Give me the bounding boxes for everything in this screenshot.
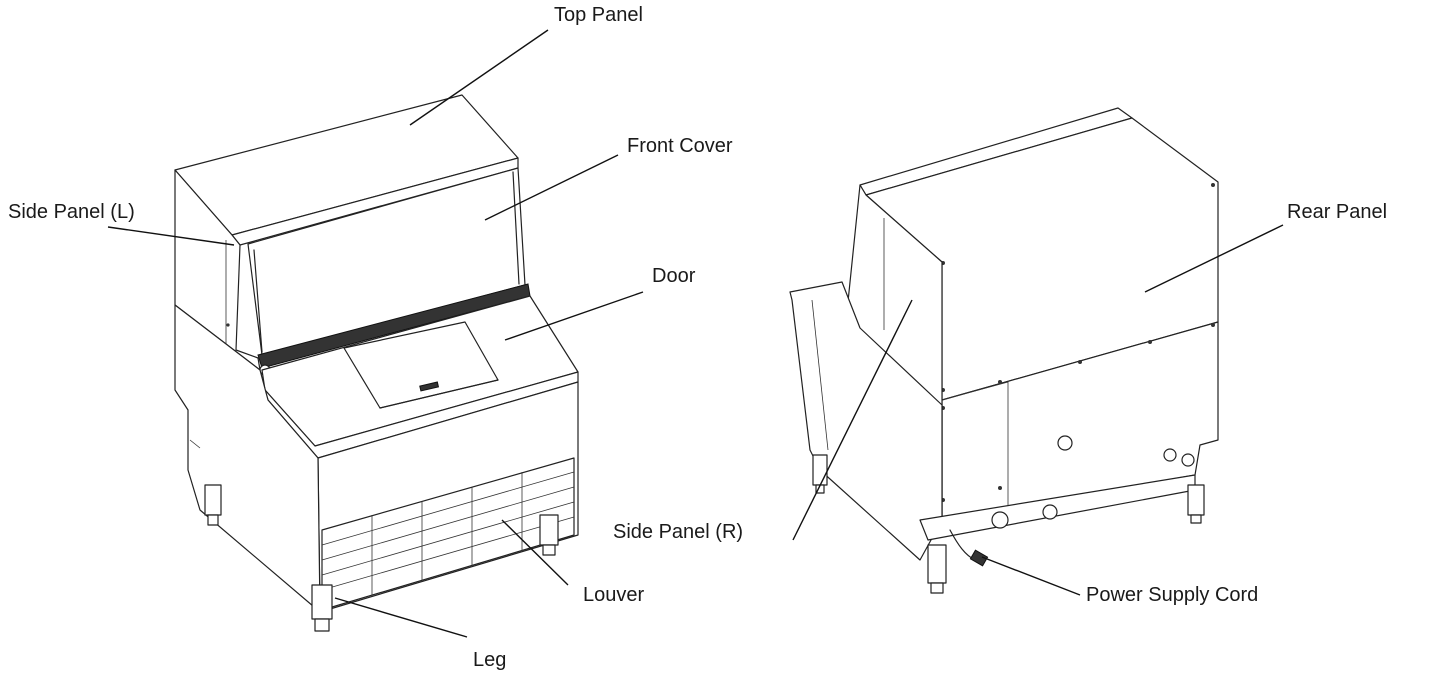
leader-lines xyxy=(107,29,1284,638)
rear-view-unit xyxy=(789,107,1219,594)
label-front-cover: Front Cover xyxy=(627,135,733,157)
front-view-unit xyxy=(174,94,579,632)
label-door: Door xyxy=(652,265,696,287)
label-side-panel-r: Side Panel (R) xyxy=(613,521,744,543)
label-louver: Louver xyxy=(583,584,645,606)
label-leg: Leg xyxy=(473,649,507,671)
leader-power-cord xyxy=(981,556,1081,596)
label-rear-panel: Rear Panel xyxy=(1287,201,1388,223)
leader-front-cover xyxy=(484,154,619,221)
leader-rear-panel xyxy=(1144,224,1284,293)
leader-door xyxy=(504,291,644,341)
leader-side-panel-r xyxy=(792,299,913,541)
leader-side-panel-l xyxy=(107,226,235,246)
leader-leg xyxy=(334,597,468,638)
leader-top-panel xyxy=(409,29,549,126)
label-side-panel-l: Side Panel (L) xyxy=(8,201,135,223)
rear-leg-shapes xyxy=(812,454,1205,594)
louver-grille xyxy=(321,457,575,611)
leg-shapes xyxy=(204,484,559,632)
rear-panel-screws xyxy=(941,183,1215,502)
label-power-supply-cord: Power Supply Cord xyxy=(1086,584,1259,606)
leader-louver xyxy=(501,519,569,586)
label-top-panel: Top Panel xyxy=(554,4,643,26)
